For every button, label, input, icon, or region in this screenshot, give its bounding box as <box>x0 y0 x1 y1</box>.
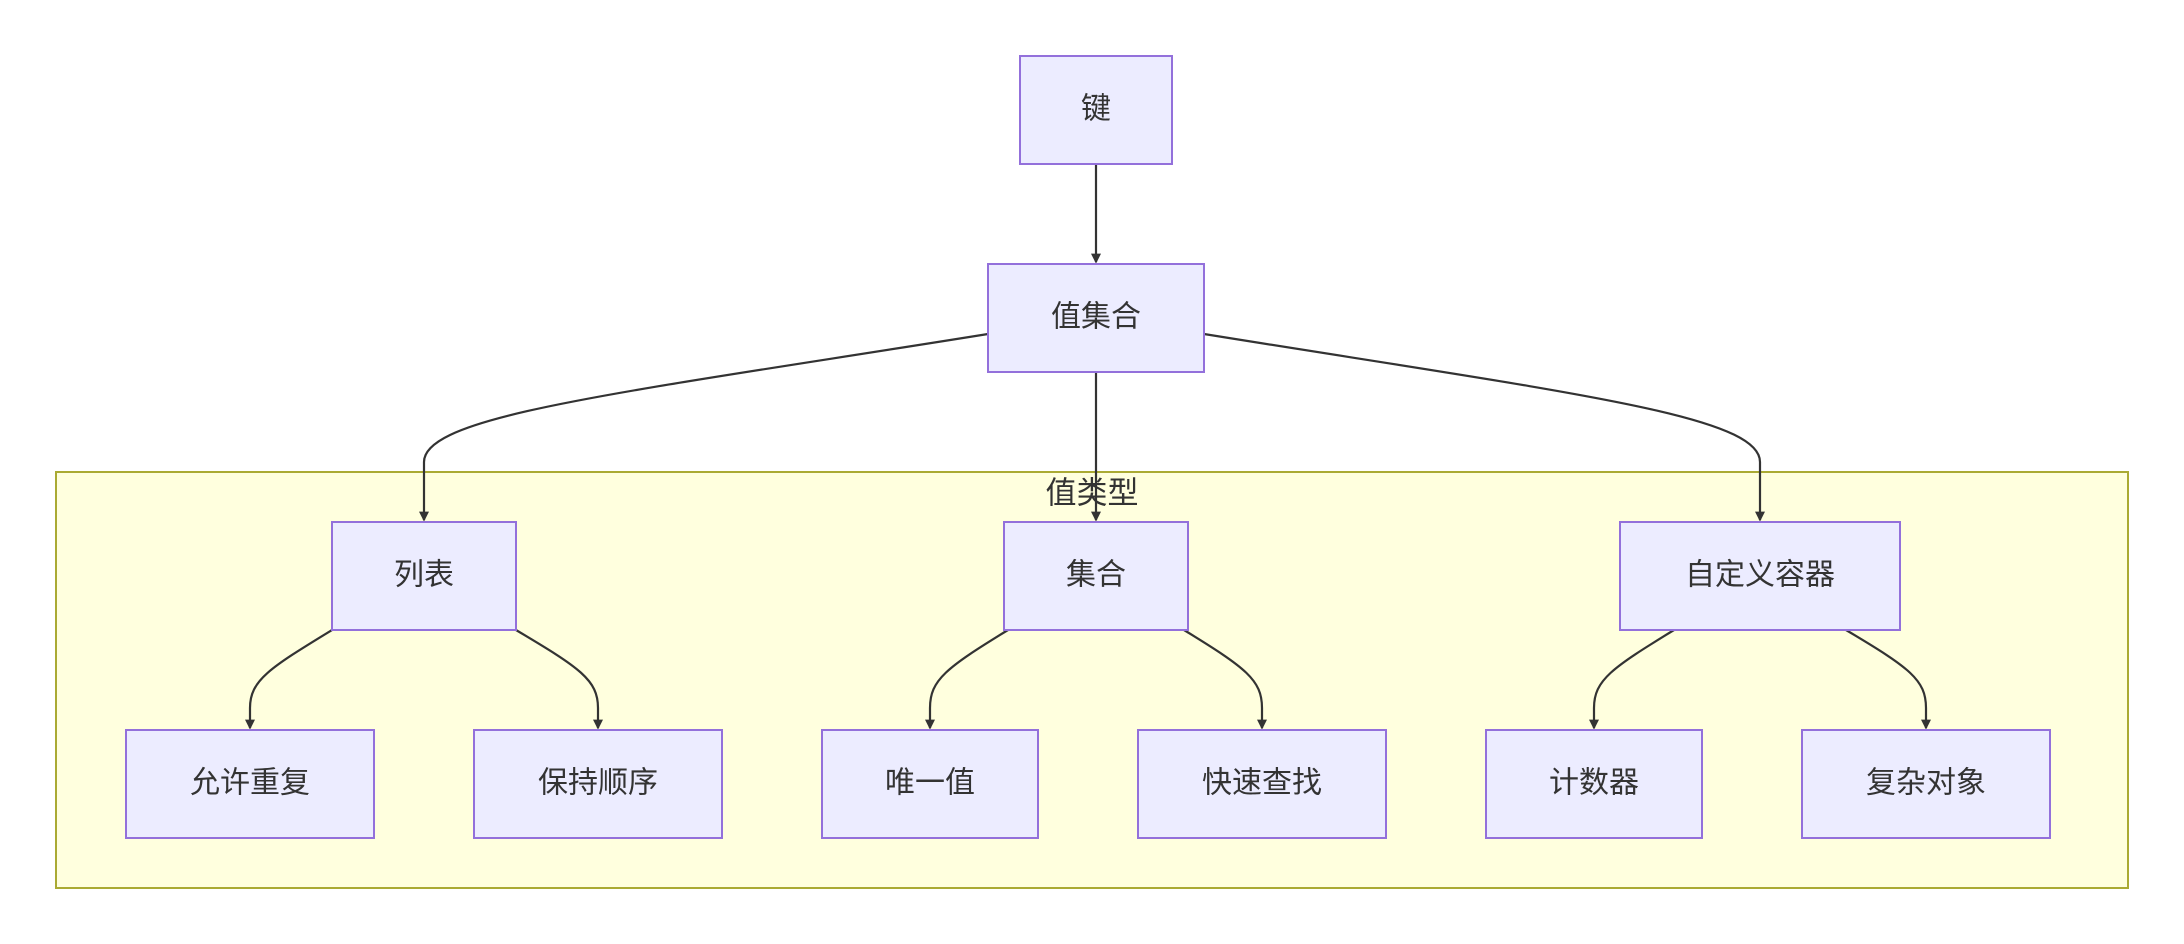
node-label: 允许重复 <box>190 766 310 801</box>
node-allow-duplicates[interactable]: 允许重复 <box>125 729 375 839</box>
node-counter[interactable]: 计数器 <box>1485 729 1703 839</box>
node-label: 唯一值 <box>885 766 975 801</box>
node-unique-values[interactable]: 唯一值 <box>821 729 1039 839</box>
node-complex-object[interactable]: 复杂对象 <box>1801 729 2051 839</box>
edge-custom-container-to-counter <box>1589 629 1675 730</box>
node-list[interactable]: 列表 <box>331 521 517 631</box>
edge-set-to-fast-lookup <box>1183 629 1267 730</box>
node-box <box>1619 521 1901 631</box>
edge-custom-container-to-complex-object <box>1845 629 1931 730</box>
node-label: 键 <box>1081 92 1111 127</box>
node-label: 计数器 <box>1549 766 1639 801</box>
edge-list-to-keep-order <box>515 629 603 730</box>
node-box <box>821 729 1039 839</box>
node-label: 复杂对象 <box>1866 766 1986 801</box>
node-custom-container[interactable]: 自定义容器 <box>1619 521 1901 631</box>
node-label: 快速查找 <box>1202 766 1322 801</box>
edge-list-to-allow-duplicates <box>245 629 333 730</box>
node-label: 值集合 <box>1051 300 1141 335</box>
node-box <box>331 521 517 631</box>
node-keep-order[interactable]: 保持顺序 <box>473 729 723 839</box>
node-box <box>1019 55 1173 165</box>
edge-value-set-to-custom-container <box>1203 332 1765 522</box>
node-box <box>1485 729 1703 839</box>
node-box <box>473 729 723 839</box>
node-key[interactable]: 键 <box>1019 55 1173 165</box>
node-set[interactable]: 集合 <box>1003 521 1189 631</box>
node-label: 保持顺序 <box>538 766 658 801</box>
node-box <box>987 263 1205 373</box>
cluster-title: 值类型 <box>1046 476 1139 512</box>
node-value-set[interactable]: 值集合 <box>987 263 1205 373</box>
node-box <box>125 729 375 839</box>
edges <box>245 164 1931 730</box>
node-box <box>1003 521 1189 631</box>
edge-set-to-unique-values <box>925 629 1009 730</box>
edge-value-set-to-list <box>419 332 989 522</box>
node-label: 集合 <box>1066 558 1126 593</box>
node-fast-lookup[interactable]: 快速查找 <box>1137 729 1387 839</box>
node-box <box>1801 729 2051 839</box>
node-label: 自定义容器 <box>1685 558 1835 593</box>
node-label: 列表 <box>394 558 454 593</box>
node-box <box>1137 729 1387 839</box>
